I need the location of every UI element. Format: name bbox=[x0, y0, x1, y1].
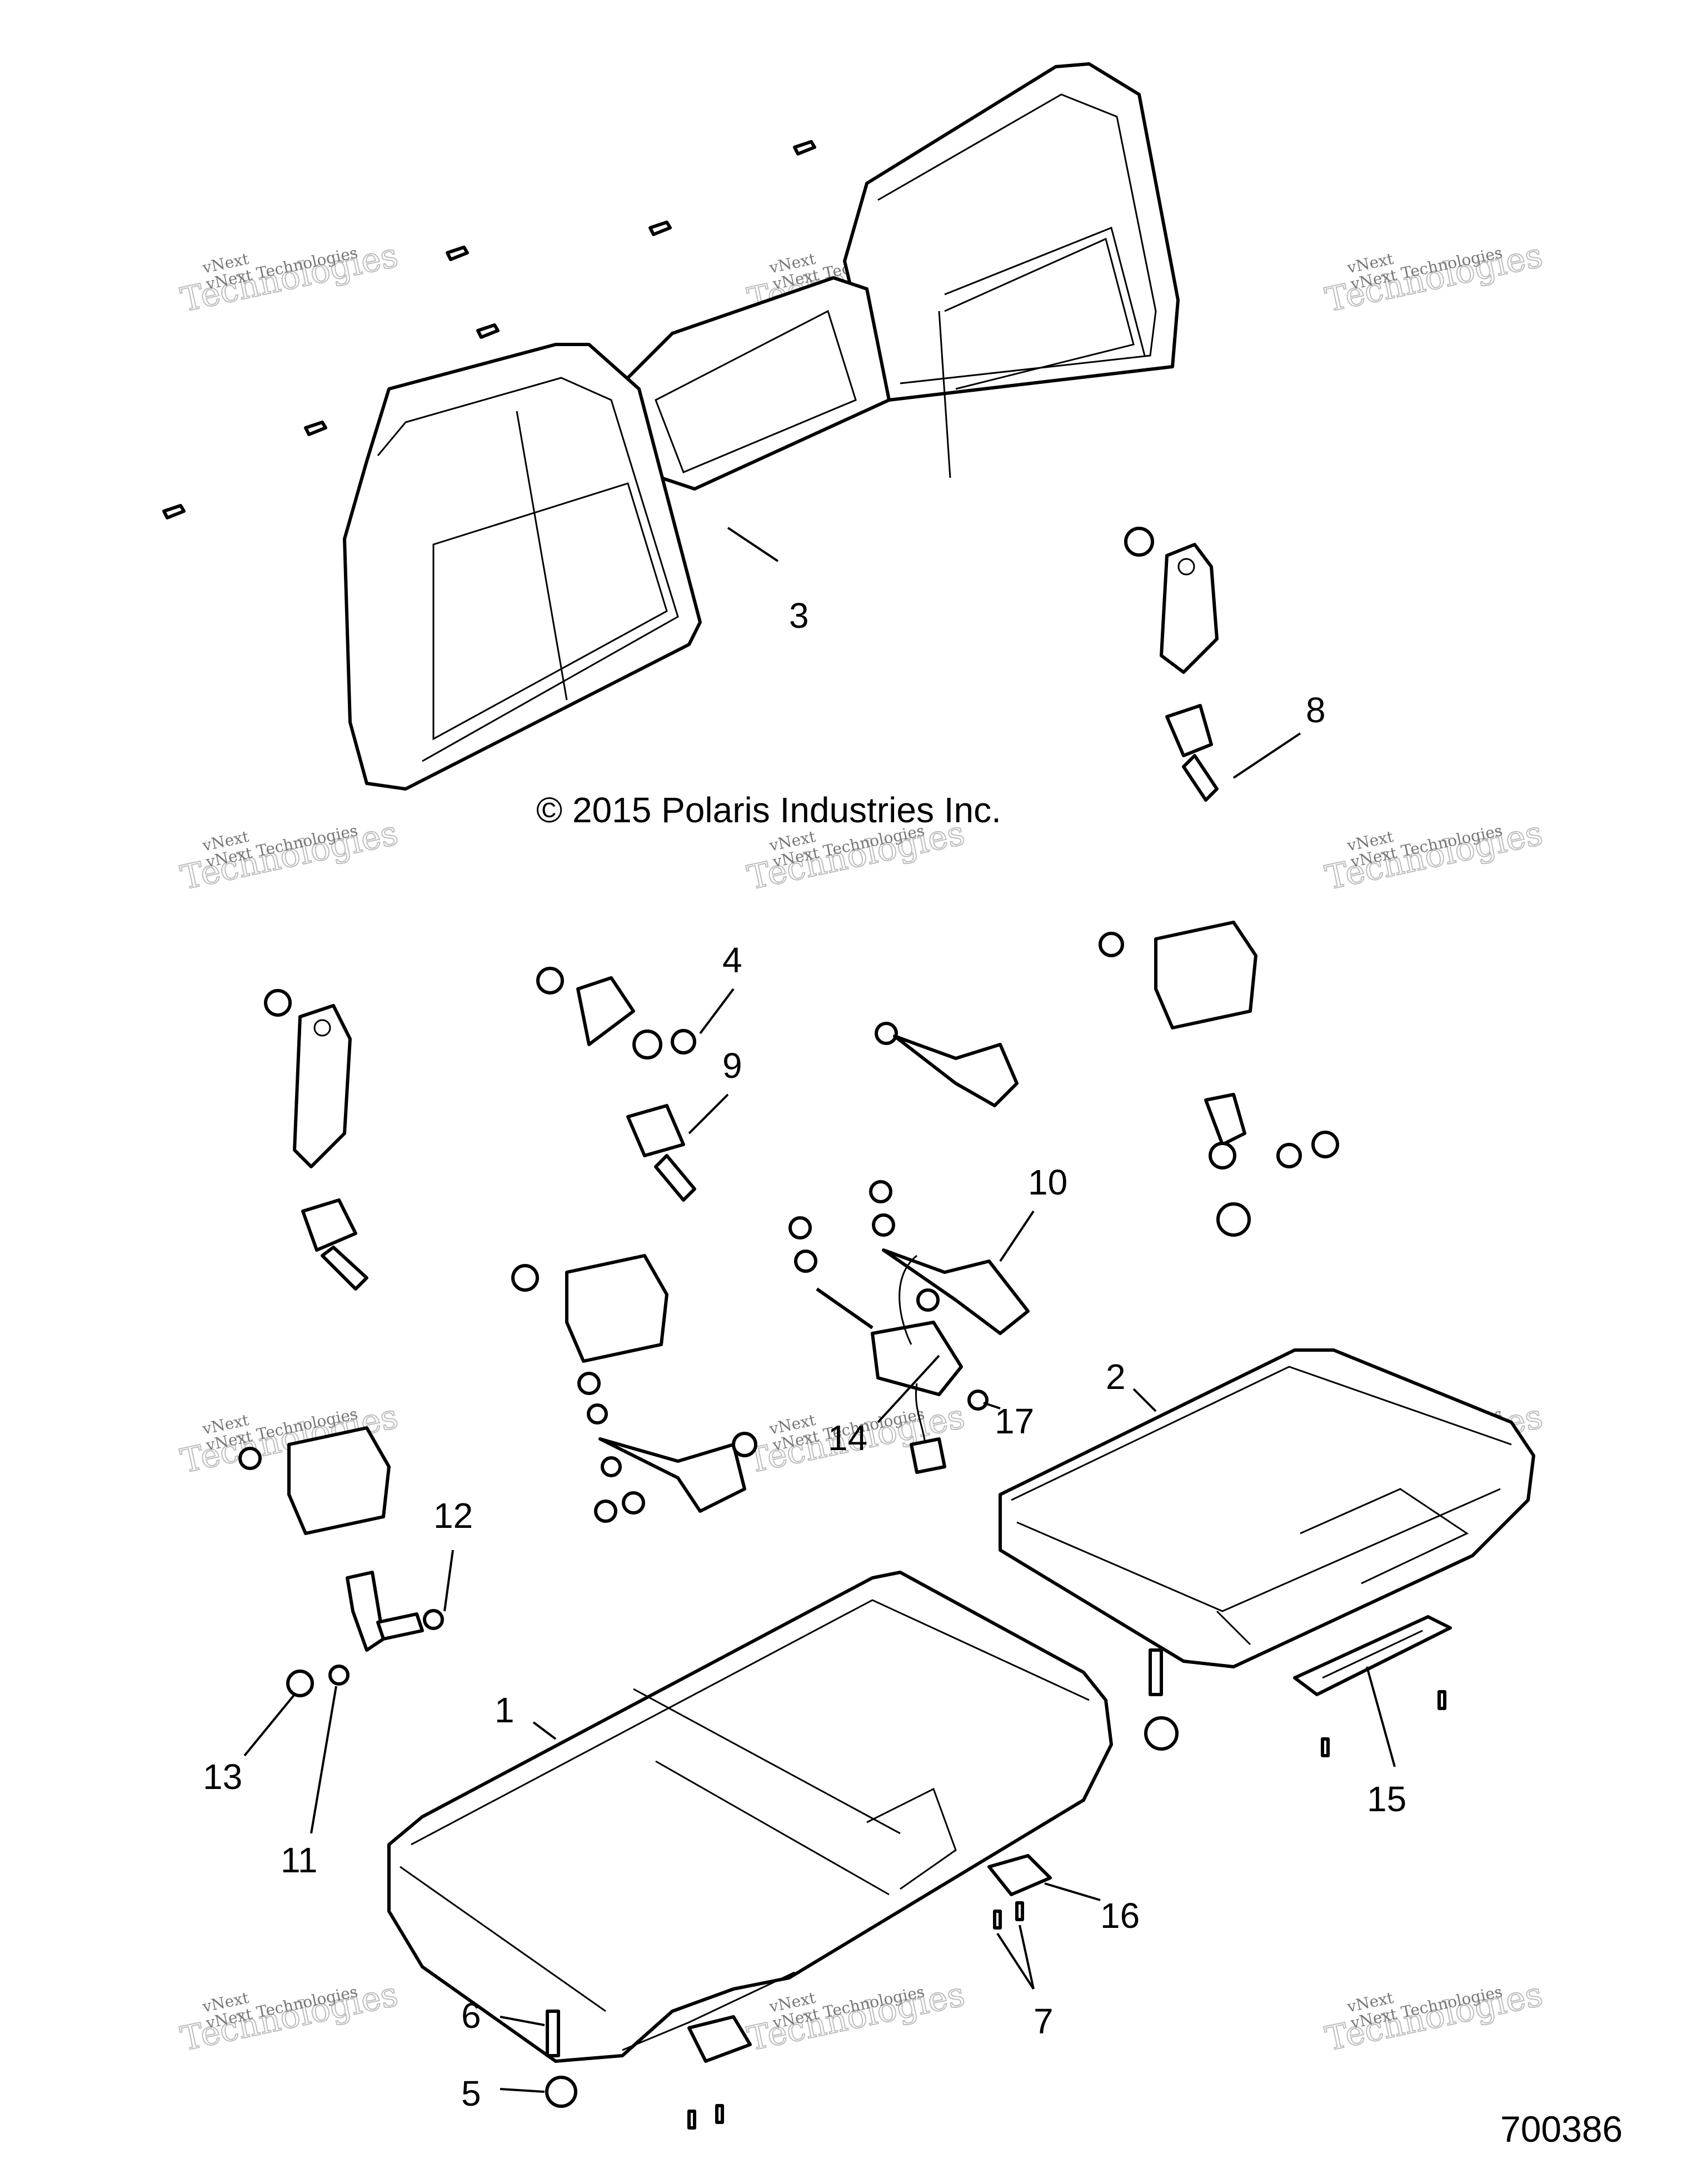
belt-tongue-center bbox=[875, 1022, 1019, 1107]
seat-cushion-left-body bbox=[387, 1571, 1113, 2063]
seat-stud-grommet-right bbox=[1144, 1648, 1179, 1751]
callout-7: 7 bbox=[1034, 2001, 1054, 2041]
watermark: Technologies vNext vNext Technologies bbox=[1321, 813, 1546, 898]
seat-belt-retractor-left-lower bbox=[238, 1426, 391, 1535]
callout-6: 6 bbox=[461, 1996, 481, 2036]
belt-anchor-part-4: 4 bbox=[536, 940, 742, 1059]
callout-1: 1 bbox=[495, 1690, 515, 1730]
callout-8: 8 bbox=[1306, 690, 1326, 730]
seat-belt-retractor-right: 8 bbox=[1124, 527, 1326, 802]
belt-buckle-part-9: 9 bbox=[626, 1046, 742, 1202]
watermark: Technologies vNext vNext Technologies bbox=[1321, 1975, 1546, 2060]
copyright-notice: © 2015 Polaris Industries Inc. bbox=[536, 790, 1001, 830]
seat-back-right-panel bbox=[843, 62, 1180, 402]
seat-bracket-bottom-left bbox=[687, 2015, 752, 2130]
seat-belt-retractor-center-left bbox=[511, 1254, 757, 1523]
watermark: Technologies vNext vNext Technologies bbox=[177, 236, 402, 321]
callout-2: 2 bbox=[1106, 1357, 1126, 1397]
seat-bracket-part-16: 16 7 bbox=[987, 1854, 1140, 2041]
bracket-bolt-washer-nut: 12 13 11 bbox=[203, 1496, 473, 1880]
callout-9: 9 bbox=[722, 1046, 742, 1086]
drawing-number: 700386 bbox=[1500, 2108, 1623, 2150]
callout-3: 3 bbox=[789, 596, 809, 636]
seat-stud-grommet-left: 6 5 bbox=[461, 1996, 577, 2113]
callout-13: 13 bbox=[203, 1757, 242, 1797]
watermark: Technologies vNext vNext Technologies bbox=[177, 1975, 402, 2060]
callout-14: 14 bbox=[828, 1418, 867, 1458]
seat-cushion-right: 2 bbox=[999, 1348, 1535, 1668]
callout-5: 5 bbox=[461, 2073, 481, 2113]
seat-cushion-right-body bbox=[999, 1348, 1535, 1668]
seat-belt-retractor-right-lower bbox=[1099, 921, 1339, 1237]
watermark: Technologies vNext vNext Technologies bbox=[1321, 236, 1546, 321]
screws-top bbox=[162, 140, 816, 519]
callout-4: 4 bbox=[722, 940, 742, 980]
seat-belt-retractor-left bbox=[264, 989, 368, 1291]
callout-11: 11 bbox=[281, 1840, 317, 1880]
seat-back-assembly: 3 bbox=[343, 62, 1180, 791]
seat-bracket-part-15: 15 bbox=[1293, 1615, 1452, 1819]
callout-10: 10 bbox=[1028, 1162, 1067, 1202]
seat-belt-harness-center: 10 14 17 bbox=[788, 1162, 1067, 1474]
seat-back-center-panel bbox=[626, 276, 891, 491]
seat-cushion-left: 1 bbox=[387, 1571, 1113, 2063]
callout-12: 12 bbox=[433, 1496, 473, 1536]
callout-17: 17 bbox=[995, 1401, 1034, 1441]
callout-15: 15 bbox=[1367, 1779, 1406, 1819]
callout-16: 16 bbox=[1100, 1896, 1140, 1936]
watermark: Technologies vNext vNext Technologies bbox=[177, 813, 402, 898]
